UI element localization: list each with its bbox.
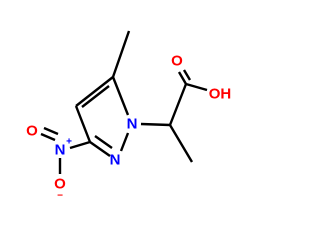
bond-alpha-methyl: [168, 124, 194, 163]
atom-labels: OH O N N N + O O −: [26, 53, 231, 202]
bond-c3-n2: [89, 141, 111, 157]
bond-nitro-o-top: [40, 132, 56, 142]
bond-c5-c4: [75, 76, 114, 107]
bond-carbonyl-inner: [182, 69, 192, 81]
charge-nitro-o-minus: −: [57, 191, 63, 202]
bonds: [40, 30, 208, 174]
atom-label-nitro-n: N: [55, 142, 66, 159]
atom-label-carbonyl-o: O: [171, 53, 183, 70]
bond-c5-c4-inner: [81, 85, 110, 108]
bond-n1-c5: [111, 76, 130, 116]
bond-n2-n1: [119, 132, 130, 152]
atom-label-nitro-o-bottom: O: [54, 176, 66, 193]
atom-label-n2: N: [110, 152, 121, 169]
chemical-structure-diagram: OH O N N N + O O −: [26, 30, 231, 202]
bond-carboxyl-oh: [185, 82, 208, 92]
atom-label-oh: OH: [209, 86, 232, 103]
atom-label-nitro-o-top: O: [26, 123, 38, 140]
bond-c3-n2-inner: [94, 135, 113, 149]
bond-c3-nitro: [69, 140, 91, 150]
bond-carbonyl: [177, 71, 188, 85]
bond-alpha-carboxyl: [168, 83, 188, 126]
bond-c4-c3: [74, 105, 92, 143]
bond-methyl-ring: [111, 30, 131, 78]
atom-label-n1: N: [127, 116, 138, 133]
bond-n1-alpha: [140, 122, 171, 127]
charge-nitro-n-plus: +: [66, 137, 72, 148]
bond-nitro-o-top-inner: [43, 126, 59, 136]
